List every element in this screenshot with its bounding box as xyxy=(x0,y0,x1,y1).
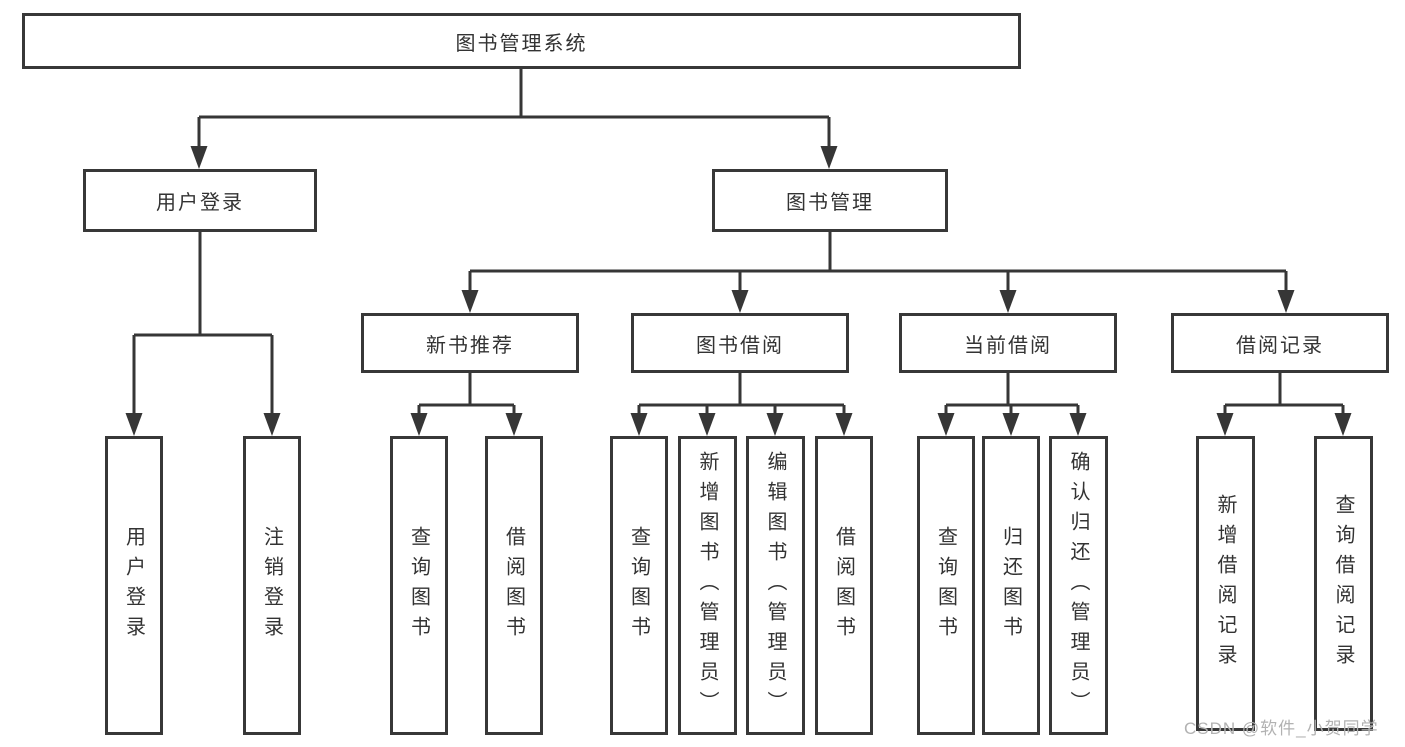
leaf-logout-label: 注销登录 xyxy=(260,525,283,646)
leaf-return-books: 归还图书 xyxy=(982,436,1040,735)
leaf-query-books-2: 查询图书 xyxy=(610,436,668,735)
arrowhead xyxy=(1277,290,1295,313)
leaf-return-books-label: 归还图书 xyxy=(999,525,1022,646)
leaf-add-borrow-record-label: 新增借阅记录 xyxy=(1214,493,1236,674)
node-borrow-records-label: 借阅记录 xyxy=(1236,334,1324,357)
leaf-add-books-admin-label: 新增图书（管理员） xyxy=(696,450,718,721)
leaf-query-books-2-label: 查询图书 xyxy=(627,525,650,646)
leaf-query-books-1-label: 查询图书 xyxy=(407,525,430,646)
arrowhead xyxy=(731,290,749,313)
node-book-borrow-label: 图书借阅 xyxy=(696,334,784,357)
arrowhead xyxy=(505,413,523,436)
node-borrow-records: 借阅记录 xyxy=(1171,313,1389,373)
connector-arrowheads xyxy=(125,146,1352,436)
leaf-borrow-books-2-label: 借阅图书 xyxy=(832,525,855,646)
leaf-query-borrow-record-label: 查询借阅记录 xyxy=(1332,493,1354,674)
leaf-user-login-label: 用户登录 xyxy=(122,525,145,646)
leaf-query-books-3: 查询图书 xyxy=(917,436,975,735)
node-book-management-label: 图书管理 xyxy=(786,192,874,214)
arrowhead xyxy=(937,413,955,436)
leaf-edit-books-admin: 编辑图书（管理员） xyxy=(746,436,805,735)
leaf-borrow-books-1-label: 借阅图书 xyxy=(502,525,525,646)
arrowhead xyxy=(263,413,281,436)
arrowhead xyxy=(999,290,1017,313)
leaf-logout: 注销登录 xyxy=(243,436,301,735)
arrowhead xyxy=(766,413,784,436)
arrowhead xyxy=(1334,413,1352,436)
node-new-book-recommend: 新书推荐 xyxy=(361,313,579,373)
arrowhead xyxy=(410,413,428,436)
node-new-book-recommend-label: 新书推荐 xyxy=(426,334,514,357)
arrowhead xyxy=(190,146,208,169)
arrowhead xyxy=(820,146,838,169)
node-user-login: 用户登录 xyxy=(83,169,317,232)
node-current-borrow: 当前借阅 xyxy=(899,313,1117,373)
arrowhead xyxy=(1002,413,1020,436)
node-root-label: 图书管理系统 xyxy=(455,32,588,55)
arrowhead xyxy=(1216,413,1234,436)
leaf-confirm-return-admin-label: 确认归还（管理员） xyxy=(1067,450,1089,721)
leaf-borrow-books-2: 借阅图书 xyxy=(815,436,873,735)
arrowhead xyxy=(125,413,143,436)
leaf-confirm-return-admin: 确认归还（管理员） xyxy=(1049,436,1108,735)
arrowhead xyxy=(461,290,479,313)
arrowhead xyxy=(835,413,853,436)
leaf-edit-books-admin-label: 编辑图书（管理员） xyxy=(764,450,786,721)
leaf-add-books-admin: 新增图书（管理员） xyxy=(678,436,737,735)
leaf-add-borrow-record: 新增借阅记录 xyxy=(1196,436,1255,731)
connector-lines xyxy=(132,69,1345,415)
arrowhead xyxy=(630,413,648,436)
arrowhead xyxy=(698,413,716,436)
node-root: 图书管理系统 xyxy=(22,13,1021,69)
leaf-query-books-3-label: 查询图书 xyxy=(934,525,957,646)
node-book-borrow: 图书借阅 xyxy=(631,313,849,373)
leaf-borrow-books-1: 借阅图书 xyxy=(485,436,543,735)
node-current-borrow-label: 当前借阅 xyxy=(964,334,1052,357)
node-user-login-label: 用户登录 xyxy=(156,192,244,214)
node-book-management: 图书管理 xyxy=(712,169,948,232)
arrowhead xyxy=(1069,413,1087,436)
leaf-query-books-1: 查询图书 xyxy=(390,436,448,735)
leaf-query-borrow-record: 查询借阅记录 xyxy=(1314,436,1373,731)
leaf-user-login: 用户登录 xyxy=(105,436,163,735)
csdn-watermark: CSDN @软件_小贺同学 xyxy=(1184,719,1379,738)
